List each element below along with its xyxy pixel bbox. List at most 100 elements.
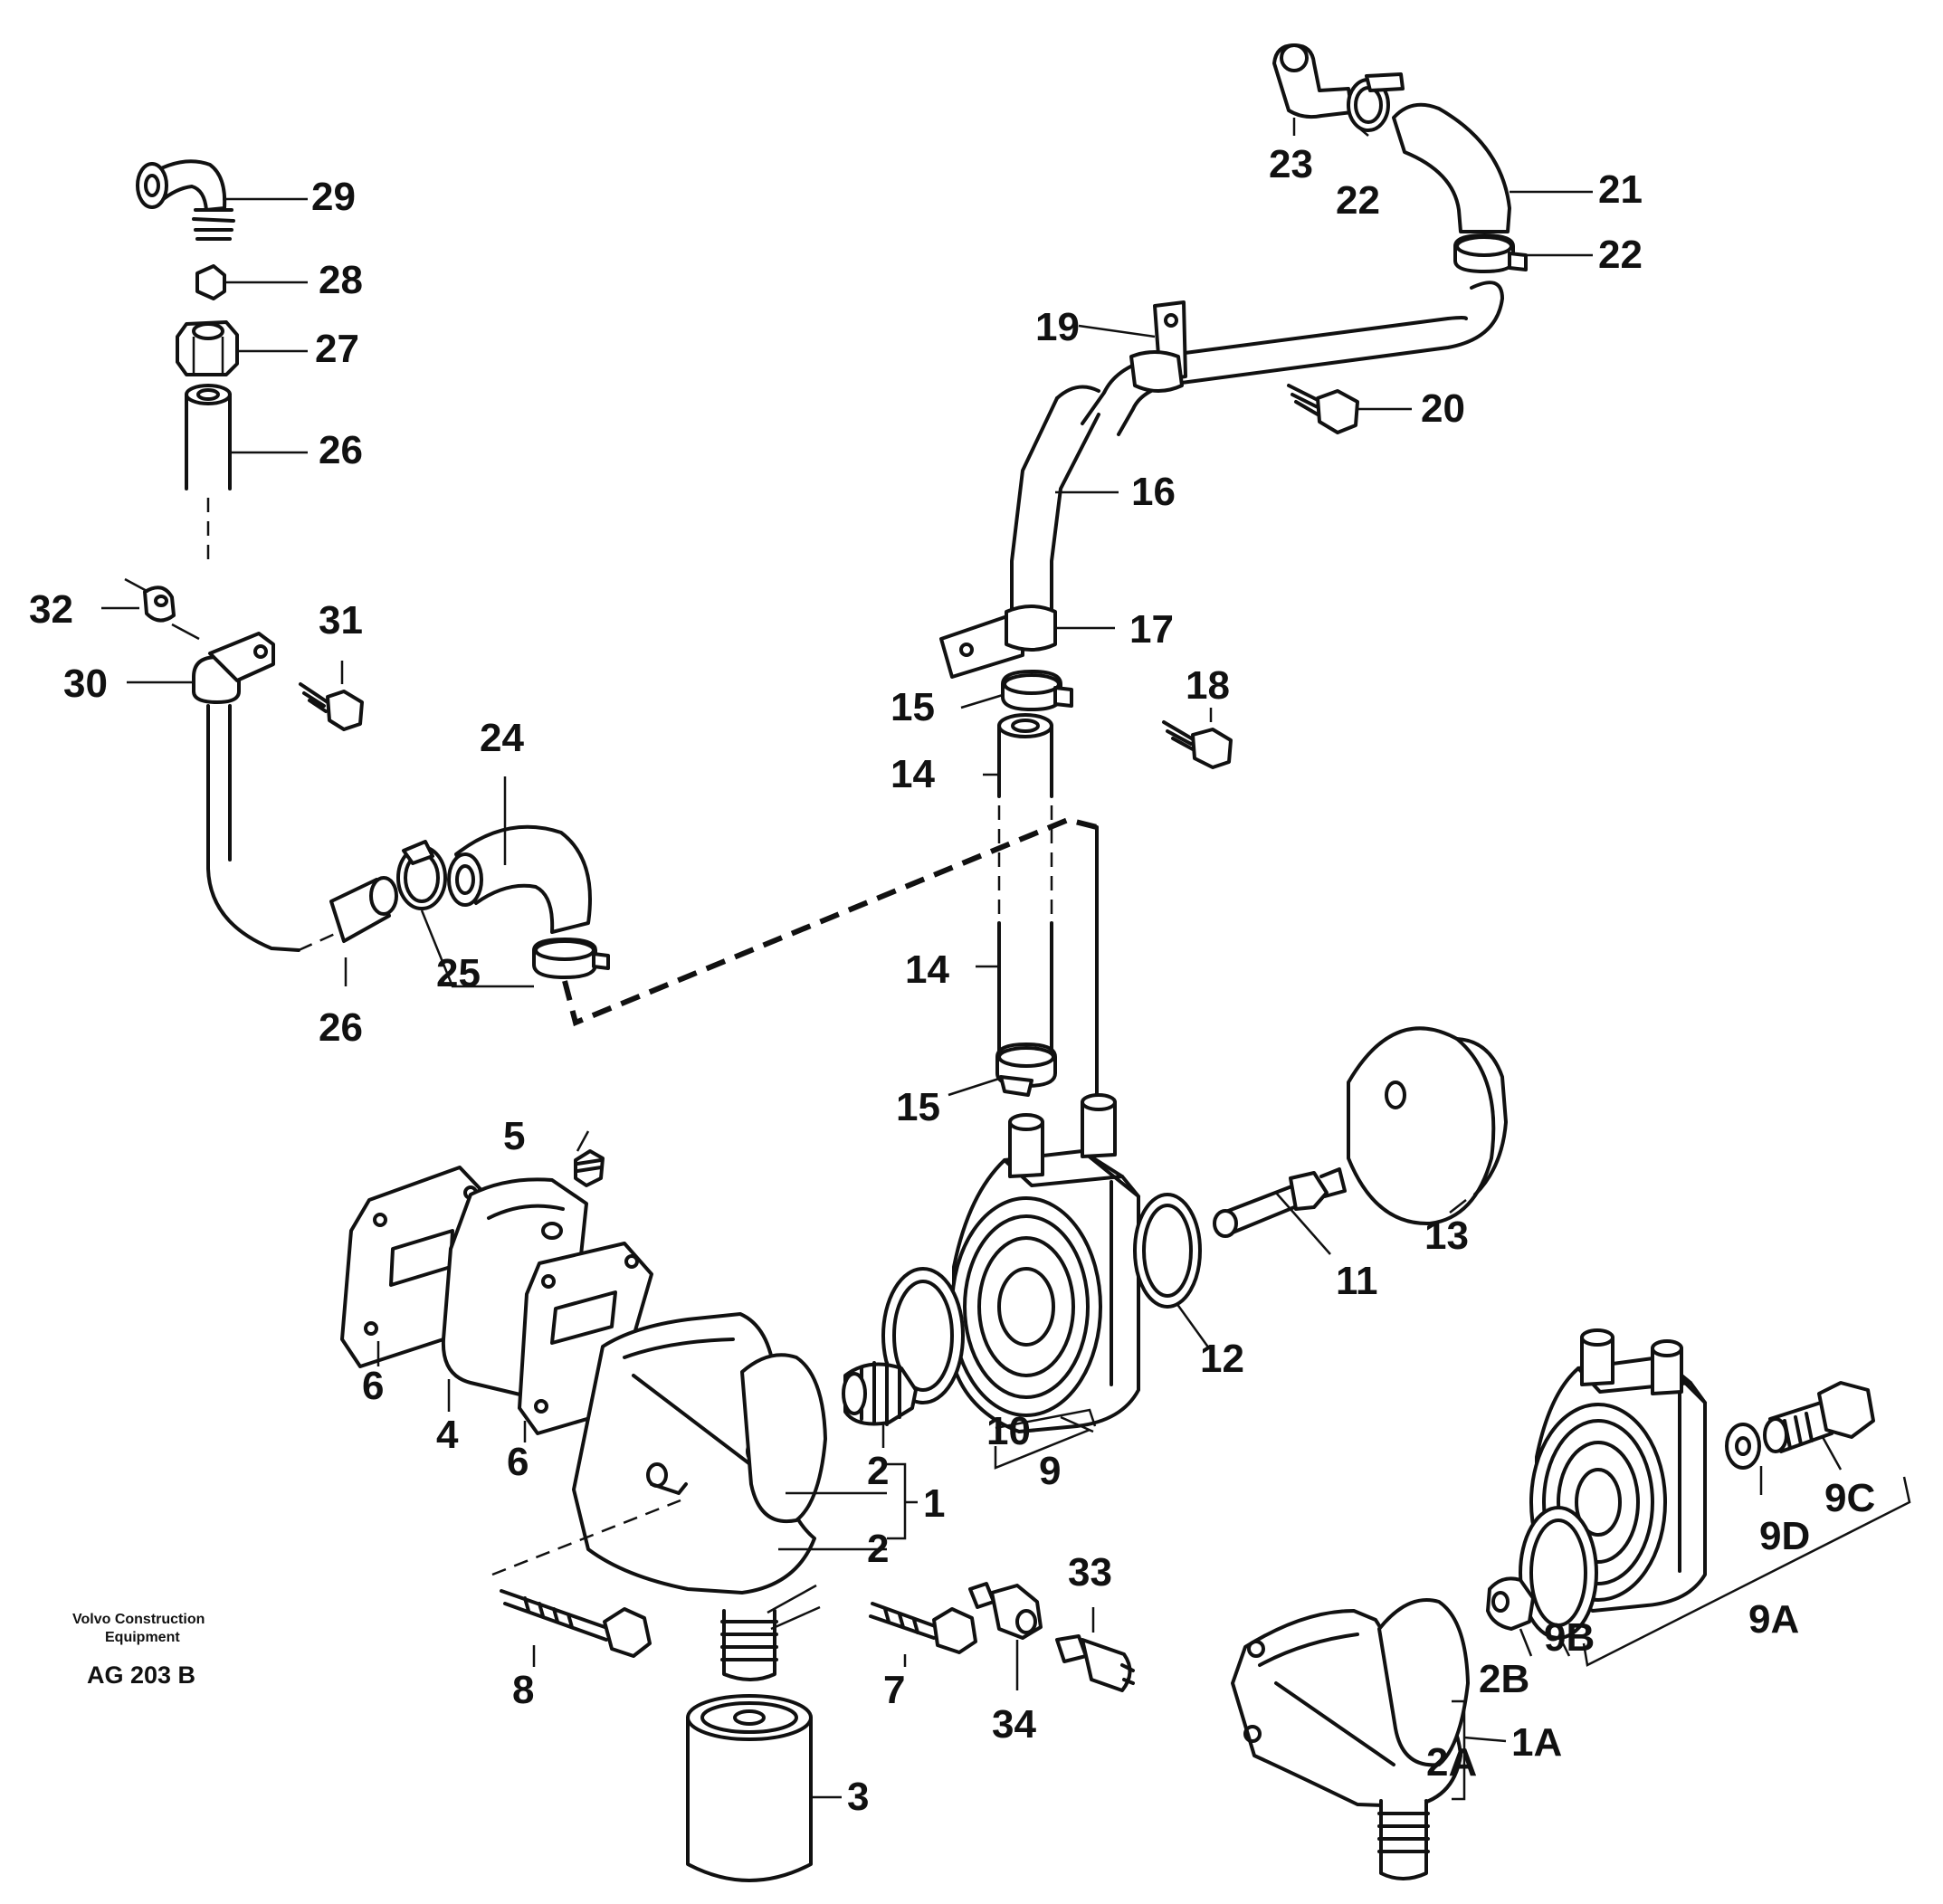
leader-lines — [101, 118, 1843, 1799]
label-21: 21 — [1598, 167, 1643, 212]
label-9B: 9B — [1544, 1615, 1595, 1660]
clamp-25-upper — [396, 840, 447, 910]
label-22-upper: 22 — [1336, 178, 1380, 223]
label-2-upper: 2 — [867, 1449, 889, 1493]
label-10: 10 — [986, 1409, 1031, 1453]
bolt-18 — [1162, 720, 1233, 769]
group-brackets — [887, 1408, 1911, 1801]
bolt-8-axis — [491, 1499, 681, 1576]
nipple-2A — [1377, 1799, 1430, 1880]
label-30: 30 — [63, 662, 108, 706]
washer-9D — [1725, 1423, 1761, 1470]
adapter-34 — [968, 1582, 1043, 1640]
part-labels: 29 28 27 26 32 31 30 24 25 26 23 22 21 2… — [29, 142, 1875, 1819]
label-2A: 2A — [1426, 1740, 1477, 1785]
label-15-lower: 15 — [896, 1085, 940, 1129]
hose-elbow-24 — [447, 824, 592, 934]
label-31: 31 — [319, 598, 363, 643]
label-5: 5 — [503, 1114, 525, 1158]
clamp-15-lower — [995, 1042, 1057, 1097]
bracket-19 — [1129, 300, 1187, 393]
clip-30 — [192, 632, 275, 704]
bracket-17 — [939, 605, 1057, 679]
label-9A: 9A — [1748, 1597, 1799, 1642]
maker-block: Volvo Construction Equipment AG 203 B — [72, 1612, 205, 1689]
sensor-33 — [1055, 1634, 1135, 1692]
oil-filter-3 — [686, 1694, 813, 1882]
hose-14 — [997, 713, 1053, 1067]
label-6-left: 6 — [362, 1364, 384, 1408]
label-23: 23 — [1269, 142, 1313, 186]
clamp-25-lower — [532, 938, 610, 979]
label-33: 33 — [1068, 1550, 1112, 1595]
label-14-upper: 14 — [891, 752, 935, 796]
olive-ring-28 — [195, 264, 226, 300]
label-1A: 1A — [1511, 1720, 1562, 1765]
nut-27 — [176, 320, 239, 376]
label-17: 17 — [1129, 607, 1174, 652]
nipple-2-upper — [842, 1361, 918, 1426]
label-34: 34 — [992, 1702, 1036, 1747]
label-9C: 9C — [1824, 1476, 1875, 1520]
connector-23 — [1272, 43, 1354, 119]
plug-5 — [574, 1149, 605, 1187]
label-26-lower: 26 — [319, 1005, 363, 1050]
label-2-lower: 2 — [867, 1527, 889, 1571]
maker-line-2: Equipment — [105, 1630, 180, 1645]
label-3: 3 — [847, 1775, 869, 1819]
maker-line-1: Volvo Construction — [72, 1612, 205, 1627]
label-26-upper: 26 — [319, 428, 363, 472]
label-8: 8 — [512, 1668, 534, 1712]
seal-ring-12 — [1133, 1193, 1202, 1309]
bolt-20 — [1287, 384, 1359, 434]
label-1: 1 — [923, 1481, 945, 1526]
label-22-lower: 22 — [1598, 233, 1643, 277]
filter-head-1 — [572, 1312, 827, 1595]
banjo-bolt-9C — [1763, 1381, 1875, 1453]
gasket-6-outer — [340, 1166, 496, 1368]
nipple-2-lower — [720, 1609, 778, 1681]
label-9: 9 — [1039, 1449, 1061, 1493]
label-2B: 2B — [1479, 1657, 1529, 1701]
nipple-2B — [1486, 1576, 1535, 1631]
label-24: 24 — [480, 716, 524, 760]
filter-head-1A — [1231, 1598, 1470, 1808]
seal-ring-9B — [1519, 1506, 1598, 1640]
label-13: 13 — [1424, 1214, 1469, 1258]
label-14-lower: 14 — [905, 947, 949, 992]
reference-code: AG 203 B — [87, 1661, 195, 1689]
label-6-right: 6 — [507, 1440, 529, 1484]
bolt-31 — [299, 682, 364, 731]
elbow-fitting-29 — [136, 159, 235, 241]
label-27: 27 — [315, 327, 359, 371]
connection-line — [562, 816, 1098, 1027]
label-9D: 9D — [1759, 1514, 1810, 1558]
label-15-upper: 15 — [891, 685, 935, 729]
filter-cap-13 — [1347, 1026, 1508, 1226]
label-11: 11 — [1336, 1259, 1378, 1303]
pipe-nipple-11 — [1213, 1167, 1347, 1238]
clamp-22-lower — [1453, 233, 1528, 273]
label-32: 32 — [29, 587, 73, 632]
label-16: 16 — [1131, 470, 1176, 514]
hose-21 — [1392, 102, 1511, 233]
spacer-32 — [143, 585, 176, 623]
pipe-16 — [1010, 281, 1504, 626]
bolt-7 — [869, 1602, 977, 1654]
label-29: 29 — [311, 175, 356, 219]
label-18: 18 — [1186, 663, 1230, 708]
oil-cooler-9 — [950, 1093, 1140, 1433]
label-20: 20 — [1421, 386, 1465, 431]
clamp-22-upper — [1347, 72, 1405, 132]
pipe-26-lower — [206, 704, 398, 952]
label-4: 4 — [436, 1413, 459, 1457]
clamp-15-upper — [1001, 670, 1073, 711]
bolt-8 — [500, 1589, 652, 1658]
label-19: 19 — [1035, 305, 1080, 349]
label-25: 25 — [436, 951, 481, 995]
label-7: 7 — [883, 1668, 905, 1712]
label-12: 12 — [1200, 1337, 1244, 1381]
tube-26-upper — [185, 384, 232, 561]
label-28: 28 — [319, 258, 363, 302]
